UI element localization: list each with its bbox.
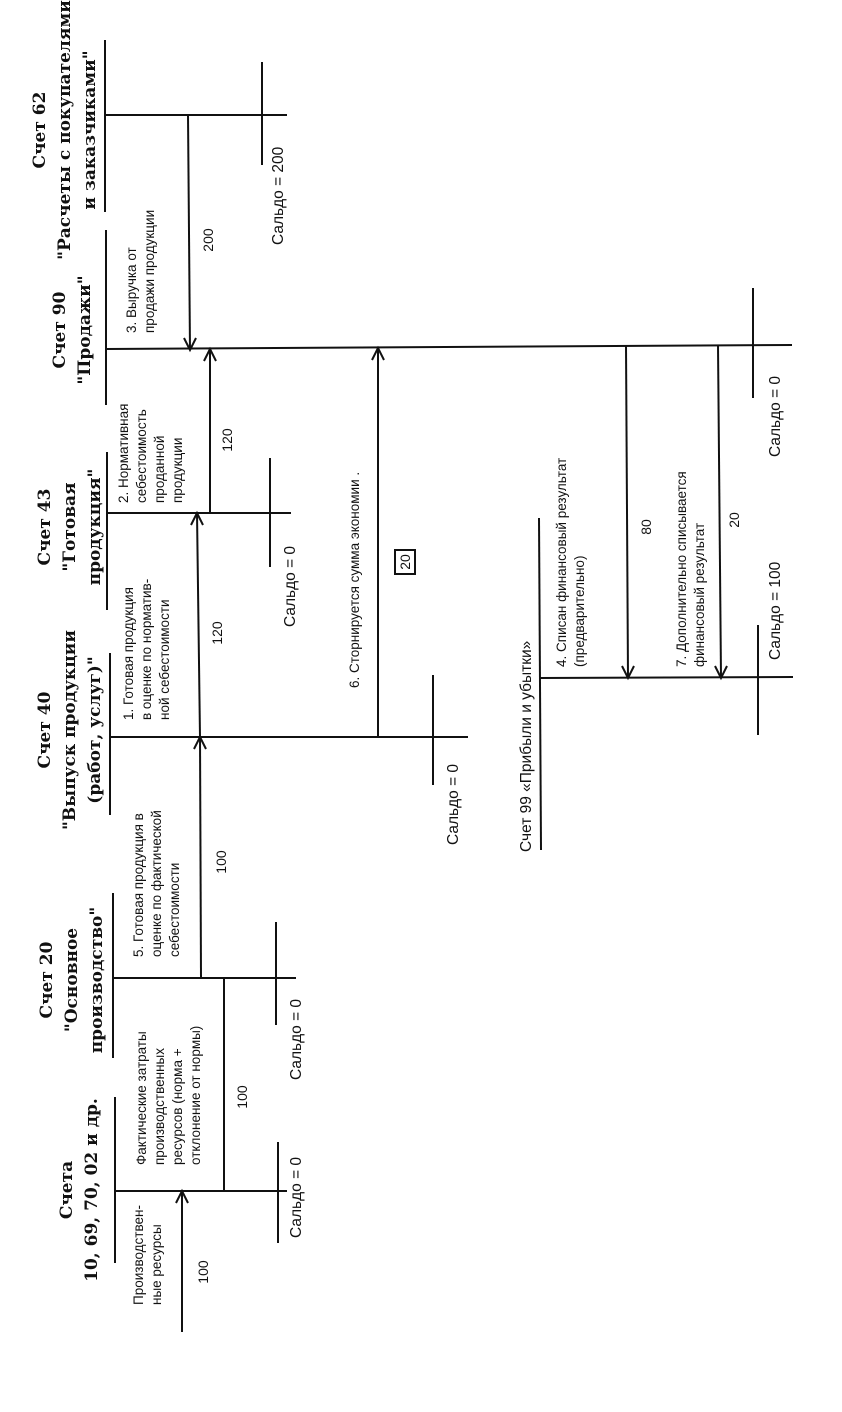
link-62-to-90 xyxy=(187,114,191,351)
title-line: "Основное xyxy=(62,927,82,1033)
title-line: Счет 99 «Прибыли и убытки» xyxy=(518,640,535,852)
text-line: себестоимость xyxy=(134,409,149,503)
account-40-saldo: Сальдо = 0 xyxy=(444,764,464,845)
saldo-value: Сальдо = 0 xyxy=(767,375,784,457)
amount-value: 100 xyxy=(195,1260,211,1284)
entry-1-text: 1. Готовая продукция в оценке по нормати… xyxy=(120,579,174,720)
text-line: производственных xyxy=(152,1048,167,1165)
account-99-title: Счет 99 «Прибыли и убытки» xyxy=(517,641,537,852)
amount-entry-2: 120 xyxy=(218,418,236,462)
text-line: отклонение от нормы) xyxy=(188,1025,203,1165)
link-90-to-99-a xyxy=(625,344,629,679)
saldo-value: Сальдо = 200 xyxy=(270,146,287,245)
saldo-value: Сальдо = 0 xyxy=(282,545,299,627)
amount-value: 120 xyxy=(209,621,225,645)
saldo-value: Сальдо = 100 xyxy=(767,561,784,660)
account-10-saldo: Сальдо = 0 xyxy=(287,1157,307,1238)
entry-costs-text: Фактические затраты производственных рес… xyxy=(133,1026,205,1165)
amount-entry-4: 80 xyxy=(637,505,655,549)
account-43-saldo: Сальдо = 0 xyxy=(281,546,301,627)
title-line: "Расчеты с покупателями xyxy=(55,0,75,260)
entry-resources-text: Производствен- ные ресурсы xyxy=(130,1205,166,1305)
account-99-saldo: Сальдо = 100 xyxy=(766,562,786,660)
text-line: 7. Дополнительно списывается xyxy=(674,471,689,667)
title-line: Счет 20 xyxy=(37,941,57,1019)
text-line: продажи продукции xyxy=(142,209,157,333)
saldo-value: Сальдо = 0 xyxy=(288,1156,305,1238)
account-99-bar xyxy=(538,517,542,851)
text-line: Фактические затраты xyxy=(134,1031,149,1165)
amount-value: 200 xyxy=(200,228,216,252)
arrow-up-icon xyxy=(175,1188,189,1204)
account-20-saldo: Сальдо = 0 xyxy=(287,999,307,1080)
text-line: в оценке по норматив- xyxy=(139,578,154,720)
amount-value: 120 xyxy=(219,428,235,452)
text-line: (предварительно) xyxy=(572,555,587,667)
title-line: Счет 62 xyxy=(30,91,50,169)
amount-entry-6: 20 xyxy=(394,540,416,584)
text-line: ные ресурсы xyxy=(149,1224,164,1305)
text-line: 6. Сторнируется сумма экономии . xyxy=(347,471,362,688)
account-20-title: Счет 20 "Основное производство" xyxy=(35,850,110,1110)
text-line: продукции xyxy=(170,437,185,503)
amount-entry-7: 20 xyxy=(725,498,743,542)
link-40-to-43 xyxy=(196,512,201,738)
arrow-down-icon xyxy=(183,337,197,353)
text-line: 5. Готовая продукция в xyxy=(131,813,146,957)
amount-value: 100 xyxy=(213,850,229,874)
title-line: производство" xyxy=(87,906,107,1054)
saldo-value: Сальдо = 0 xyxy=(445,763,462,845)
entry-2-text: 2. Нормативная себестоимость проданной п… xyxy=(115,404,187,503)
amount-value: 80 xyxy=(638,519,654,535)
amount-value-boxed: 20 xyxy=(394,549,416,575)
link-20-to-40 xyxy=(199,736,202,979)
account-99-stem xyxy=(539,676,794,679)
entry-4-text: 4. Списан финансовый результат (предвари… xyxy=(553,458,589,667)
text-line: ной себестоимости xyxy=(157,599,172,720)
saldo-value: Сальдо = 0 xyxy=(288,998,305,1080)
entry-3-text: 3. Выручка от продажи продукции xyxy=(123,210,159,333)
amount-value: 20 xyxy=(726,512,742,528)
entry-6-text: 6. Сторнируется сумма экономии . xyxy=(346,472,364,688)
account-62-title: Счет 62 "Расчеты с покупателями и заказч… xyxy=(28,0,103,260)
text-line: финансовый результат xyxy=(692,522,707,667)
amount-entry-1: 120 xyxy=(208,611,226,655)
entry-7-text: 7. Дополнительно списывается финансовый … xyxy=(673,471,709,667)
text-line: 1. Готовая продукция xyxy=(121,587,136,720)
text-line: себестоимости xyxy=(167,862,182,957)
text-line: 3. Выручка от xyxy=(124,247,139,333)
amount-resources: 100 xyxy=(194,1250,212,1294)
account-90-stem xyxy=(105,344,793,350)
text-line: проданной xyxy=(152,435,167,503)
entry-5-text: 5. Готовая продукция в оценке по фактиче… xyxy=(130,810,184,957)
text-line: 4. Списан финансовый результат xyxy=(554,457,569,667)
account-90-saldo: Сальдо = 0 xyxy=(766,376,786,457)
title-line: и заказчиками" xyxy=(80,50,100,210)
account-62-saldo: Сальдо = 200 xyxy=(269,147,289,245)
text-line: 2. Нормативная xyxy=(116,403,131,503)
link-90-to-99-b xyxy=(717,344,722,679)
amount-entry-5: 100 xyxy=(212,840,230,884)
amount-costs: 100 xyxy=(233,1075,251,1119)
text-line: Производствен- xyxy=(131,1205,146,1305)
text-line: оценке по фактической xyxy=(149,810,164,957)
text-line: ресурсов (норма + xyxy=(170,1048,185,1165)
amount-value: 100 xyxy=(234,1085,250,1109)
amount-entry-3: 200 xyxy=(199,218,217,262)
